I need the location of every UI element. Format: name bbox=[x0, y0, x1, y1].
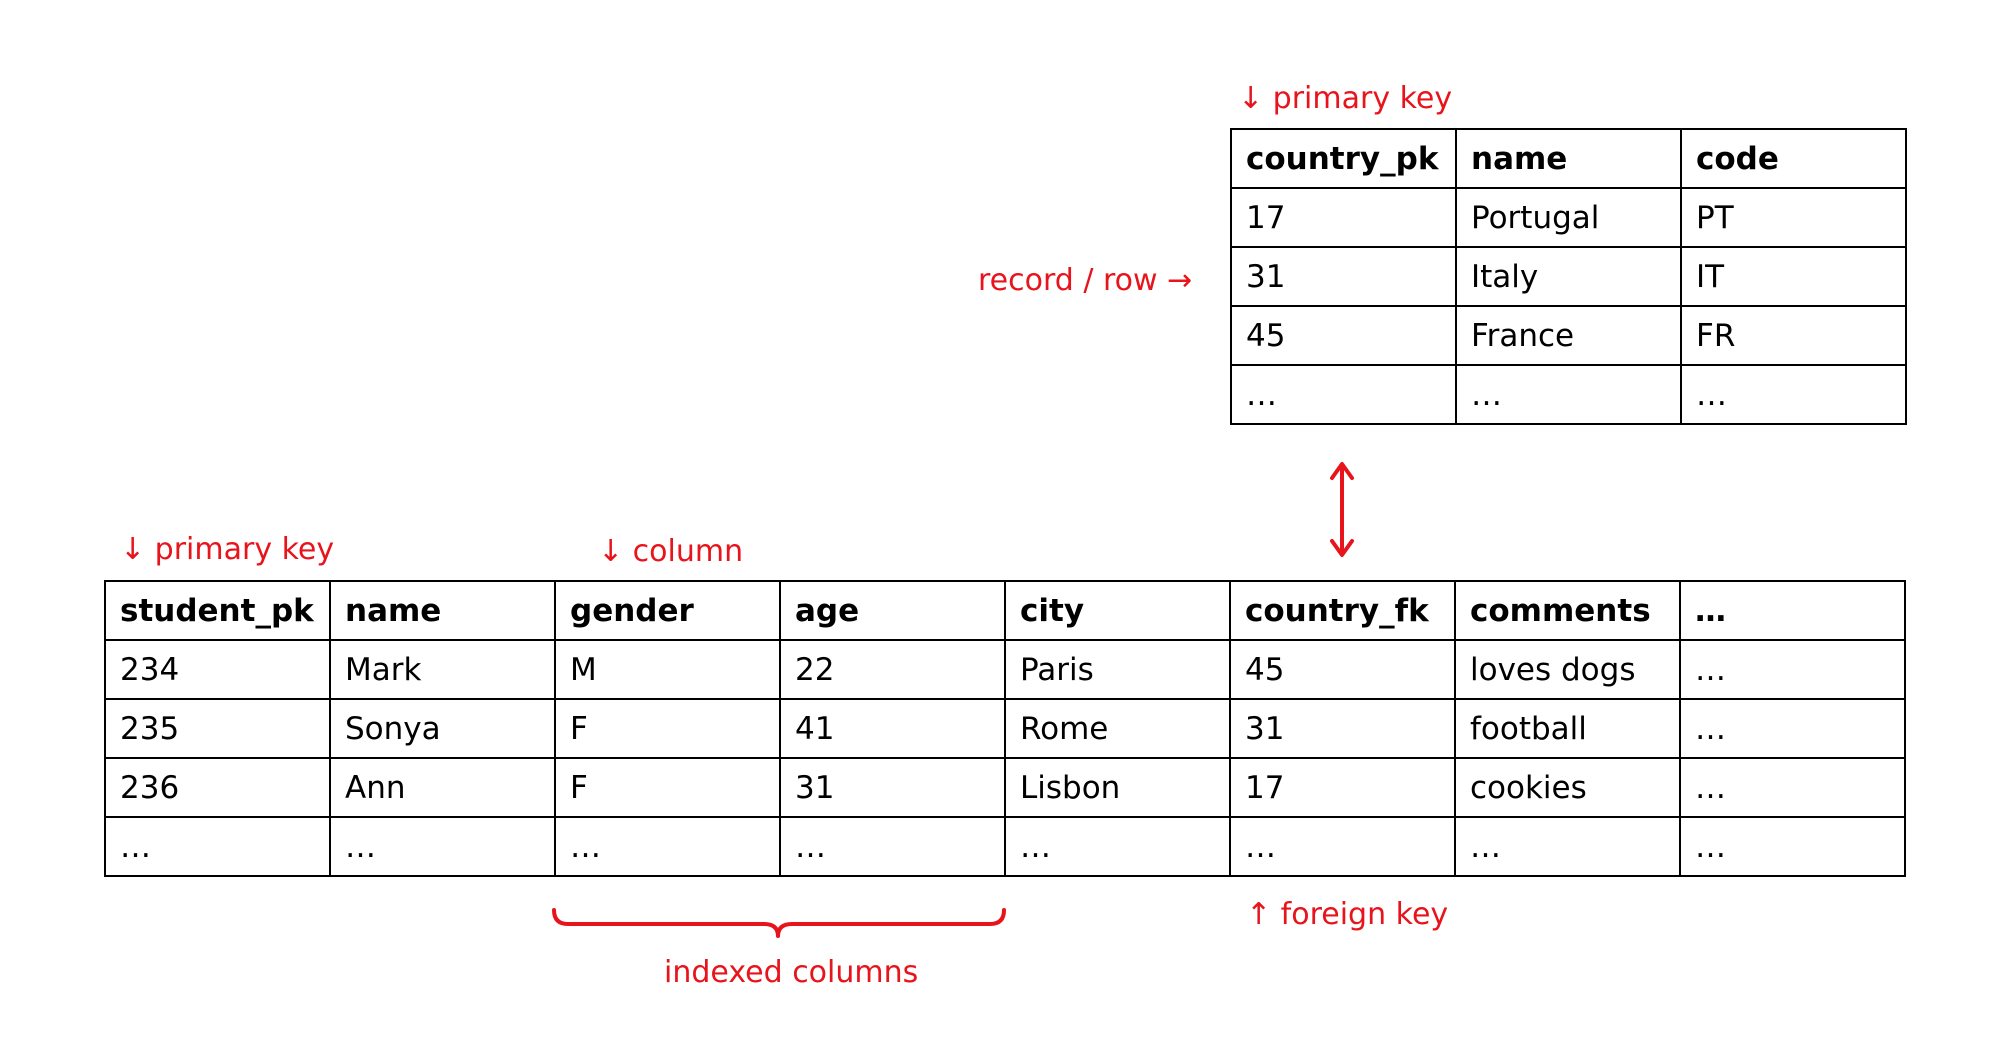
table-cell: … bbox=[1679, 639, 1906, 700]
table-cell: Sonya bbox=[329, 698, 556, 759]
table-cell: … bbox=[1679, 816, 1906, 877]
table-cell: M bbox=[554, 639, 781, 700]
table-cell: … bbox=[104, 816, 331, 877]
table-row: … … … bbox=[1230, 364, 1907, 425]
table-cell: PT bbox=[1680, 187, 1907, 248]
table-cell: 31 bbox=[1229, 698, 1456, 759]
header-student-name: name bbox=[329, 580, 556, 641]
double-arrow-icon bbox=[1330, 462, 1354, 557]
table-cell: cookies bbox=[1454, 757, 1681, 818]
foreign-key-label: ↑ foreign key bbox=[1246, 897, 1449, 932]
table-cell: Mark bbox=[329, 639, 556, 700]
table-cell: Italy bbox=[1455, 246, 1682, 307]
table-cell: FR bbox=[1680, 305, 1907, 366]
header-comments: comments bbox=[1454, 580, 1681, 641]
header-student-pk: student_pk bbox=[104, 580, 331, 641]
table-cell: … bbox=[1454, 816, 1681, 877]
table-row: 17 Portugal PT bbox=[1230, 187, 1907, 248]
table-cell: … bbox=[1455, 364, 1682, 425]
header-city: city bbox=[1004, 580, 1231, 641]
header-country-name: name bbox=[1455, 128, 1682, 189]
table-cell: football bbox=[1454, 698, 1681, 759]
header-country-code: code bbox=[1680, 128, 1907, 189]
indexed-columns-brace bbox=[552, 908, 1006, 938]
table-cell: Ann bbox=[329, 757, 556, 818]
table-cell: Paris bbox=[1004, 639, 1231, 700]
table-cell: 235 bbox=[104, 698, 331, 759]
table-cell: 45 bbox=[1230, 305, 1457, 366]
table-cell: … bbox=[1679, 698, 1906, 759]
table-cell: loves dogs bbox=[1454, 639, 1681, 700]
table-cell: … bbox=[554, 816, 781, 877]
table-row: … … … … … … … … bbox=[104, 816, 1906, 877]
table-row: 235 Sonya F 41 Rome 31 football … bbox=[104, 698, 1906, 759]
table-row: 45 France FR bbox=[1230, 305, 1907, 366]
table-row: 236 Ann F 31 Lisbon 17 cookies … bbox=[104, 757, 1906, 818]
table-cell: 45 bbox=[1229, 639, 1456, 700]
table-cell: F bbox=[554, 757, 781, 818]
record-row-label: record / row → bbox=[978, 263, 1193, 298]
table-cell: 17 bbox=[1230, 187, 1457, 248]
table-cell: … bbox=[779, 816, 1006, 877]
country-header-row: country_pk name code bbox=[1230, 128, 1907, 189]
student-header-row: student_pk name gender age city country_… bbox=[104, 580, 1906, 641]
header-gender: gender bbox=[554, 580, 781, 641]
table-cell: … bbox=[1004, 816, 1231, 877]
header-country-pk: country_pk bbox=[1230, 128, 1457, 189]
table-cell: 236 bbox=[104, 757, 331, 818]
country-table: country_pk name code 17 Portugal PT 31 I… bbox=[1230, 128, 1907, 425]
table-cell: Portugal bbox=[1455, 187, 1682, 248]
student-primary-key-label: ↓ primary key bbox=[120, 532, 335, 567]
header-age: age bbox=[779, 580, 1006, 641]
table-cell: … bbox=[1679, 757, 1906, 818]
table-cell: 41 bbox=[779, 698, 1006, 759]
table-cell: … bbox=[329, 816, 556, 877]
table-cell: … bbox=[1230, 364, 1457, 425]
table-cell: … bbox=[1680, 364, 1907, 425]
table-cell: 22 bbox=[779, 639, 1006, 700]
table-cell: … bbox=[1229, 816, 1456, 877]
header-country-fk: country_fk bbox=[1229, 580, 1456, 641]
student-table: student_pk name gender age city country_… bbox=[104, 580, 1906, 877]
table-cell: F bbox=[554, 698, 781, 759]
header-more: … bbox=[1679, 580, 1906, 641]
table-cell: 31 bbox=[1230, 246, 1457, 307]
table-cell: 17 bbox=[1229, 757, 1456, 818]
table-cell: 31 bbox=[779, 757, 1006, 818]
table-cell: IT bbox=[1680, 246, 1907, 307]
table-cell: 234 bbox=[104, 639, 331, 700]
table-cell: Rome bbox=[1004, 698, 1231, 759]
indexed-columns-label: indexed columns bbox=[664, 955, 919, 990]
table-row: 31 Italy IT bbox=[1230, 246, 1907, 307]
column-label: ↓ column bbox=[598, 534, 744, 569]
country-primary-key-label: ↓ primary key bbox=[1238, 81, 1453, 116]
table-cell: Lisbon bbox=[1004, 757, 1231, 818]
table-cell: France bbox=[1455, 305, 1682, 366]
table-row: 234 Mark M 22 Paris 45 loves dogs … bbox=[104, 639, 1906, 700]
